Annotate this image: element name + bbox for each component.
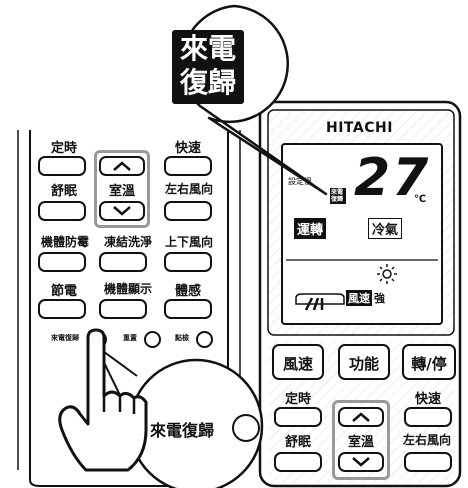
chevron-down-icon bbox=[113, 206, 131, 216]
eco-button[interactable] bbox=[38, 299, 86, 319]
sleep-label: 舒眠 bbox=[50, 184, 77, 199]
reset-small-button[interactable] bbox=[144, 331, 161, 348]
freeze-clean-label: 凍結洗淨 bbox=[103, 235, 152, 249]
right-louver-lr-button[interactable] bbox=[404, 452, 452, 472]
right-temp-up-button[interactable] bbox=[338, 407, 384, 427]
onoff-button[interactable]: 轉/停 bbox=[402, 344, 456, 380]
chevron-up-icon bbox=[352, 412, 370, 422]
right-temp-group-frame bbox=[332, 400, 390, 480]
louver-ud-button[interactable] bbox=[164, 252, 212, 272]
function-button[interactable]: 功能 bbox=[338, 344, 390, 380]
brand-logo: HITACHI bbox=[326, 120, 393, 136]
mold-label: 機體防霉 bbox=[40, 235, 89, 249]
temp-down-button[interactable] bbox=[99, 201, 145, 221]
mode-cool-badge: 冷氣 bbox=[368, 218, 403, 239]
temp-up-button[interactable] bbox=[99, 156, 145, 176]
temp-group-frame bbox=[94, 150, 150, 228]
louver-lr-label: 左右風向 bbox=[164, 182, 213, 196]
fast-button[interactable] bbox=[164, 156, 212, 176]
display-button[interactable] bbox=[99, 299, 147, 319]
temperature-unit: ℃ bbox=[414, 194, 427, 205]
check-small-label: 點檢 bbox=[175, 334, 189, 342]
callout-line-2: 復歸 bbox=[179, 66, 236, 99]
louver-lr-button[interactable] bbox=[164, 201, 212, 221]
chevron-up-icon bbox=[113, 161, 131, 171]
fan-speed-button-label: 風速 bbox=[282, 355, 313, 373]
right-room-temp-label: 室溫 bbox=[347, 435, 374, 450]
fan-level: 強 bbox=[374, 292, 385, 305]
eco-label: 節電 bbox=[50, 284, 77, 299]
mode-run-badge: 運轉 bbox=[294, 218, 327, 239]
set-temp-tag: 設定溫 bbox=[288, 177, 312, 186]
magnifier-label: 來電復歸 bbox=[149, 421, 214, 440]
right-fast-label: 快速 bbox=[414, 392, 441, 407]
right-remote: HITACHI 設定溫 來電復歸 27 ℃ 運轉 冷氣 風速 強 風速 功能 轉… bbox=[258, 100, 464, 488]
fast-label: 快速 bbox=[174, 141, 201, 156]
fan-speed-label: 風速 bbox=[346, 290, 372, 306]
sun-icon bbox=[377, 264, 397, 284]
freeze-clean-button[interactable] bbox=[99, 252, 147, 272]
right-sleep-button[interactable] bbox=[274, 452, 322, 472]
right-timer-button[interactable] bbox=[274, 407, 322, 427]
right-sleep-label: 舒眠 bbox=[284, 435, 311, 450]
timer-button[interactable] bbox=[38, 156, 86, 176]
sense-button[interactable] bbox=[164, 299, 212, 319]
fan-speed-button[interactable]: 風速 bbox=[272, 344, 324, 380]
louver-ud-label: 上下風向 bbox=[164, 235, 213, 249]
right-fast-button[interactable] bbox=[404, 407, 452, 427]
magnifier-recovery-button[interactable] bbox=[232, 414, 260, 442]
reset-small-label: 重置 bbox=[123, 334, 137, 342]
right-temp-down-button[interactable] bbox=[338, 452, 384, 472]
mold-button[interactable] bbox=[38, 252, 86, 272]
callout-line-1: 來電 bbox=[179, 32, 236, 65]
sense-label: 體感 bbox=[174, 284, 201, 299]
callout-label-box: 來電 復歸 bbox=[172, 30, 244, 104]
recovery-small-label: 來電復歸 bbox=[51, 334, 79, 342]
onoff-button-label: 轉/停 bbox=[411, 355, 447, 373]
display-label: 機體顯示 bbox=[103, 282, 152, 296]
recovery-tag: 來電復歸 bbox=[330, 188, 346, 204]
chevron-down-icon bbox=[352, 457, 370, 467]
check-small-button[interactable] bbox=[196, 331, 213, 348]
right-timer-label: 定時 bbox=[284, 392, 311, 407]
fan-louver-icon bbox=[295, 293, 345, 311]
sleep-button[interactable] bbox=[38, 201, 86, 221]
right-louver-lr-label: 左右風向 bbox=[402, 433, 451, 447]
room-temp-label: 室溫 bbox=[108, 184, 135, 199]
temperature-readout: 27 bbox=[354, 148, 431, 208]
function-button-label: 功能 bbox=[348, 355, 379, 373]
timer-label: 定時 bbox=[50, 141, 77, 156]
